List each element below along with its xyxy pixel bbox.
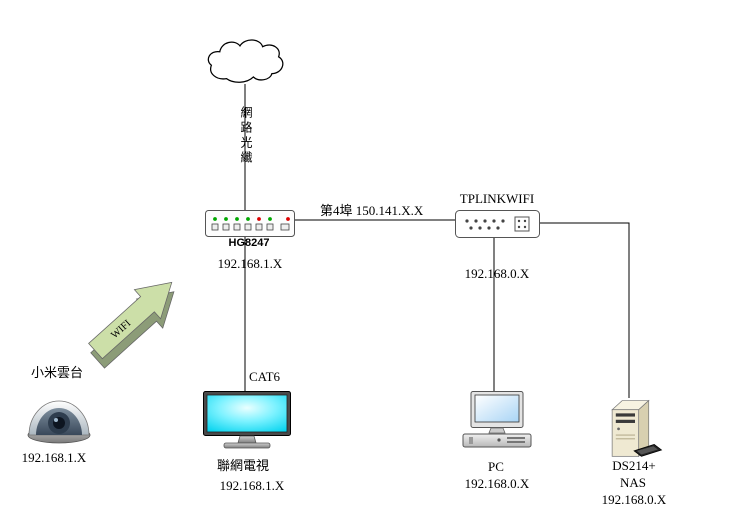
uplink-port-label: 第4埠 150.141.X.X bbox=[320, 203, 424, 218]
nas-ip: 192.168.0.X bbox=[601, 492, 667, 507]
wifi-arrow-icon: WIFI bbox=[68, 260, 198, 372]
nas-icon bbox=[604, 396, 666, 460]
hg8247-name: HG8247 bbox=[228, 237, 270, 249]
tv-name: 聯網電視 bbox=[216, 458, 270, 473]
pc-name: PC bbox=[488, 459, 504, 474]
camera-ip: 192.168.1.X bbox=[21, 450, 87, 465]
nas-model: DS214+ bbox=[612, 458, 656, 473]
pc-icon bbox=[461, 391, 533, 453]
hg8247-router-icon bbox=[205, 210, 295, 237]
tv-ip: 192.168.1.X bbox=[219, 478, 285, 493]
tv-cable-label: CAT6 bbox=[249, 369, 281, 384]
dome-camera-icon bbox=[24, 382, 94, 446]
tv-icon bbox=[203, 391, 293, 451]
nas-type: NAS bbox=[619, 475, 647, 490]
internet-cloud-icon bbox=[203, 33, 287, 89]
fiber-label: 網路光纖 bbox=[239, 106, 253, 166]
tplink-name: TPLINKWIFI bbox=[459, 191, 535, 206]
tplink-ip: 192.168.0.X bbox=[464, 266, 530, 281]
pc-ip: 192.168.0.X bbox=[464, 476, 530, 491]
hg8247-ip: 192.168.1.X bbox=[217, 256, 283, 271]
camera-name: 小米雲台 bbox=[30, 365, 84, 380]
tplink-router-icon bbox=[455, 210, 540, 238]
